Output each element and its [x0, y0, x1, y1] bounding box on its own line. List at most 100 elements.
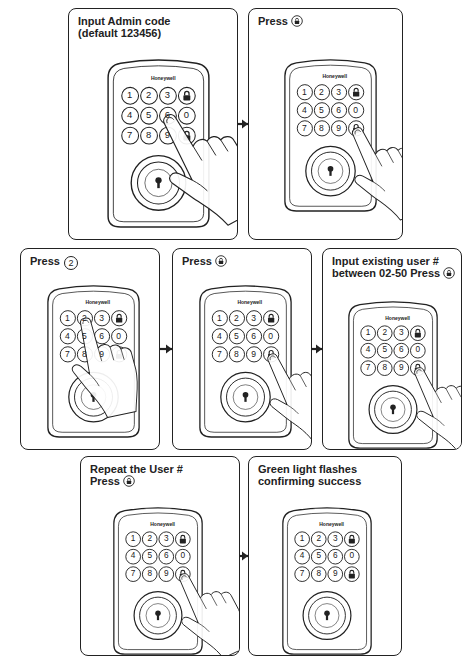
- key-button: [328, 532, 343, 547]
- key-digit: 0: [348, 103, 363, 118]
- key-digit: 0: [111, 329, 126, 344]
- key-digit: 9: [246, 347, 261, 362]
- hand-outline: [335, 112, 403, 231]
- keypad-lock-drawing: [281, 507, 373, 654]
- key-button: [394, 343, 409, 358]
- keypad-lock-drawing: [347, 301, 439, 448]
- step-panel: Input existing user # between 02-50 Pres…: [322, 248, 462, 450]
- key-button: [159, 87, 176, 104]
- key-button: [297, 103, 312, 118]
- pointing-hand: [251, 339, 312, 450]
- escutcheon-outline: [283, 508, 371, 654]
- key-button: [212, 311, 227, 326]
- key-digit: 5: [377, 343, 392, 358]
- flow-arrow: [238, 120, 248, 129]
- keypad-illustration: Honeywell1234560789: [106, 59, 211, 227]
- keyhole-slot: [326, 614, 328, 620]
- key-digit: 5: [229, 329, 244, 344]
- step-instruction: Input existing user # between 02-50 Pres…: [332, 255, 457, 279]
- key-button: [246, 311, 261, 326]
- key-button: [175, 532, 190, 547]
- key-button: [314, 85, 329, 100]
- keypad-illustration: Honeywell1234560789: [347, 301, 439, 448]
- key-number: 2: [64, 256, 78, 270]
- key-button: [94, 311, 109, 326]
- key-button: [377, 326, 392, 341]
- key-digit: 8: [311, 567, 326, 582]
- key-button: [331, 121, 346, 136]
- pointing-hand: [142, 93, 238, 239]
- key-button: [361, 326, 376, 341]
- key-digit: 8: [140, 127, 157, 144]
- key-digit: 5: [314, 103, 329, 118]
- key-digit: 3: [394, 326, 409, 341]
- key-button: [361, 343, 376, 358]
- hand-detail: [265, 344, 312, 416]
- key-digit: 0: [410, 343, 425, 358]
- instruction-text: Press: [30, 255, 60, 267]
- hand-outline: [399, 353, 462, 450]
- key-plug: [233, 385, 258, 410]
- instruction-text: Input Admin code (default 123456): [78, 15, 170, 39]
- step-panel: Press2Honeywell1234560789: [20, 248, 160, 450]
- key-button: [111, 311, 126, 326]
- key-digit: 6: [328, 549, 343, 564]
- lock-button-icon: [291, 15, 303, 27]
- key-button: [263, 329, 278, 344]
- key-button: [140, 107, 157, 124]
- deadbolt-cylinder: [140, 597, 177, 634]
- pointing-hand: [62, 310, 144, 423]
- pointing-hand: [335, 112, 403, 231]
- key-button: [178, 107, 195, 124]
- key-button: [140, 127, 157, 144]
- key-plug: [146, 604, 170, 628]
- deadbolt-cylinder: [226, 378, 264, 416]
- step-instruction: Press: [182, 255, 302, 267]
- keyhole-slot: [157, 614, 159, 620]
- key-button: [121, 127, 138, 144]
- key-button: [175, 549, 190, 564]
- keypad-lock-drawing: [198, 285, 293, 437]
- key-digit: 1: [126, 532, 141, 547]
- key-digit: 5: [77, 329, 92, 344]
- key-digit: 3: [328, 532, 343, 547]
- hand-outline: [142, 93, 238, 239]
- key-digit: 2: [140, 87, 157, 104]
- key-button: [344, 567, 359, 582]
- arrow-shaft: [238, 123, 248, 125]
- flow-arrow: [240, 552, 248, 561]
- key-digit: 7: [295, 567, 310, 582]
- brand-logo: Honeywell: [379, 315, 416, 321]
- key-button: [60, 329, 75, 344]
- key-button: [394, 326, 409, 341]
- key-digit: 3: [94, 311, 109, 326]
- escutcheon-inner: [287, 513, 366, 650]
- instruction-text: Green light flashes confirming success: [258, 463, 361, 487]
- key-button: [246, 329, 261, 344]
- key-button: [121, 107, 138, 124]
- key-plug: [144, 169, 171, 196]
- key-digit: 7: [126, 567, 141, 582]
- key-digit: 4: [121, 107, 138, 124]
- key-digit: 2: [314, 85, 329, 100]
- key-button: [246, 347, 261, 362]
- hand-outline: [62, 310, 144, 423]
- key-digit: 2: [229, 311, 244, 326]
- key-digit: 1: [295, 532, 310, 547]
- key-digit: 0: [178, 107, 195, 124]
- keypad-illustration: Honeywell1234560789: [198, 285, 293, 437]
- key-button: [140, 87, 157, 104]
- key-digit: 7: [60, 347, 75, 362]
- key-button: [328, 549, 343, 564]
- key-digit: 8: [142, 567, 157, 582]
- brand-logo: Honeywell: [144, 521, 181, 527]
- lock-button-icon: [443, 267, 455, 279]
- flow-arrow: [160, 345, 172, 354]
- step-panel: Repeat the User # PressHoneywell12345607…: [80, 456, 240, 656]
- key-digit: 1: [212, 311, 227, 326]
- key-button: [410, 343, 425, 358]
- key-button: [314, 103, 329, 118]
- key-digit: 2: [377, 326, 392, 341]
- keypad-illustration: Honeywell1234560789: [46, 285, 141, 437]
